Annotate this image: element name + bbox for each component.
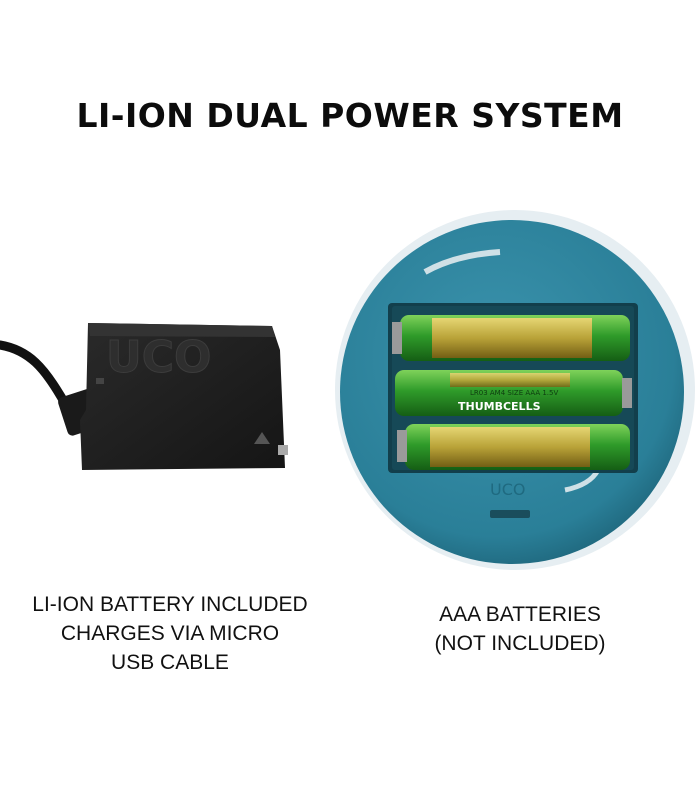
caption-line: LI-ION BATTERY INCLUDED [32,593,308,616]
cell-spec-label: LR03 AM4 SIZE AAA 1.5V [470,389,558,397]
caption-line: AAA BATTERIES [439,603,601,626]
caption-line: CHARGES VIA MICRO [60,622,280,645]
page-title: LI-ION DUAL POWER SYSTEM [76,96,624,135]
li-ion-caption: LI-ION BATTERY INCLUDED CHARGES VIA MICR… [0,590,340,677]
li-ion-battery-pack: UCO [80,323,288,470]
battery-pack-logo: UCO [106,332,211,383]
housing-logo: UCO [490,480,525,499]
caption-line: USB CABLE [111,651,229,674]
aaa-cell-3 [397,424,630,470]
aaa-caption: AAA BATTERIES (NOT INCLUDED) [360,600,680,658]
aaa-cell-1 [392,315,630,361]
cell-brand-label: THUMBCELLS [458,400,541,413]
aaa-cell-2: LR03 AM4 SIZE AAA 1.5V THUMBCELLS [395,370,632,416]
caption-line: (NOT INCLUDED) [434,632,606,655]
